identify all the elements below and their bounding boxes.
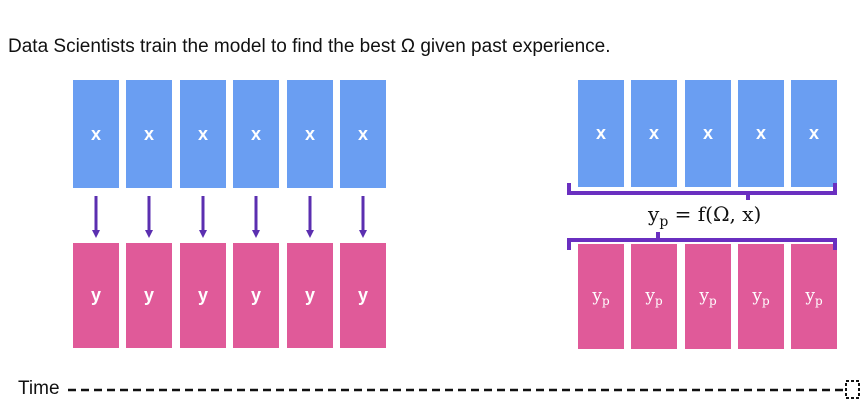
input-x-label: x bbox=[357, 123, 368, 144]
input-x-label: x bbox=[648, 123, 659, 143]
predicted-y-box: yp bbox=[685, 244, 731, 349]
output-y-box: y bbox=[126, 243, 172, 348]
predicted-y-box: yp bbox=[578, 244, 624, 349]
output-y-label: y bbox=[304, 285, 315, 305]
output-y-label: y bbox=[197, 285, 208, 305]
output-brace bbox=[567, 232, 837, 250]
input-x-label: x bbox=[702, 123, 713, 143]
output-y-box: y bbox=[287, 243, 333, 348]
input-x-box: x bbox=[180, 80, 226, 188]
input-x-box: x bbox=[126, 80, 172, 188]
input-x-label: x bbox=[808, 123, 819, 143]
predicted-y-label: yp bbox=[805, 285, 823, 308]
predicted-y-box: yp bbox=[738, 244, 784, 349]
input-x-box: x bbox=[340, 80, 386, 188]
output-y-label: y bbox=[357, 285, 368, 305]
input-x-box: x bbox=[631, 80, 677, 187]
model-formula: yp = f(Ω, x) bbox=[648, 202, 762, 230]
input-x-label: x bbox=[250, 123, 261, 144]
predicted-y-box: yp bbox=[791, 244, 837, 349]
input-x-box: x bbox=[287, 80, 333, 188]
input-x-box: x bbox=[685, 80, 731, 187]
input-x-label: x bbox=[197, 123, 208, 144]
input-x-box: x bbox=[738, 80, 784, 187]
input-brace bbox=[567, 183, 837, 200]
output-y-box: y bbox=[340, 243, 386, 348]
input-x-box: x bbox=[73, 80, 119, 188]
headline: Data Scientists train the model to find … bbox=[8, 36, 611, 57]
output-y-label: y bbox=[250, 285, 261, 305]
input-x-label: x bbox=[595, 123, 606, 143]
time-label: Time bbox=[18, 378, 60, 399]
input-x-box: x bbox=[791, 80, 837, 187]
input-x-label: x bbox=[143, 123, 154, 144]
input-x-box: x bbox=[233, 80, 279, 188]
time-line-end-icon bbox=[845, 380, 860, 399]
input-x-label: x bbox=[755, 123, 766, 143]
predicted-y-label: yp bbox=[752, 285, 770, 308]
predicted-y-label: yp bbox=[645, 285, 663, 308]
output-y-box: y bbox=[180, 243, 226, 348]
predicted-y-label: yp bbox=[699, 285, 717, 308]
output-y-box: y bbox=[233, 243, 279, 348]
output-y-label: y bbox=[143, 285, 154, 305]
input-x-label: x bbox=[304, 123, 315, 144]
output-y-label: y bbox=[90, 285, 101, 305]
predicted-y-label: yp bbox=[592, 285, 610, 308]
input-x-box: x bbox=[578, 80, 624, 187]
input-x-label: x bbox=[90, 123, 101, 144]
output-y-box: y bbox=[73, 243, 119, 348]
predicted-y-box: yp bbox=[631, 244, 677, 349]
